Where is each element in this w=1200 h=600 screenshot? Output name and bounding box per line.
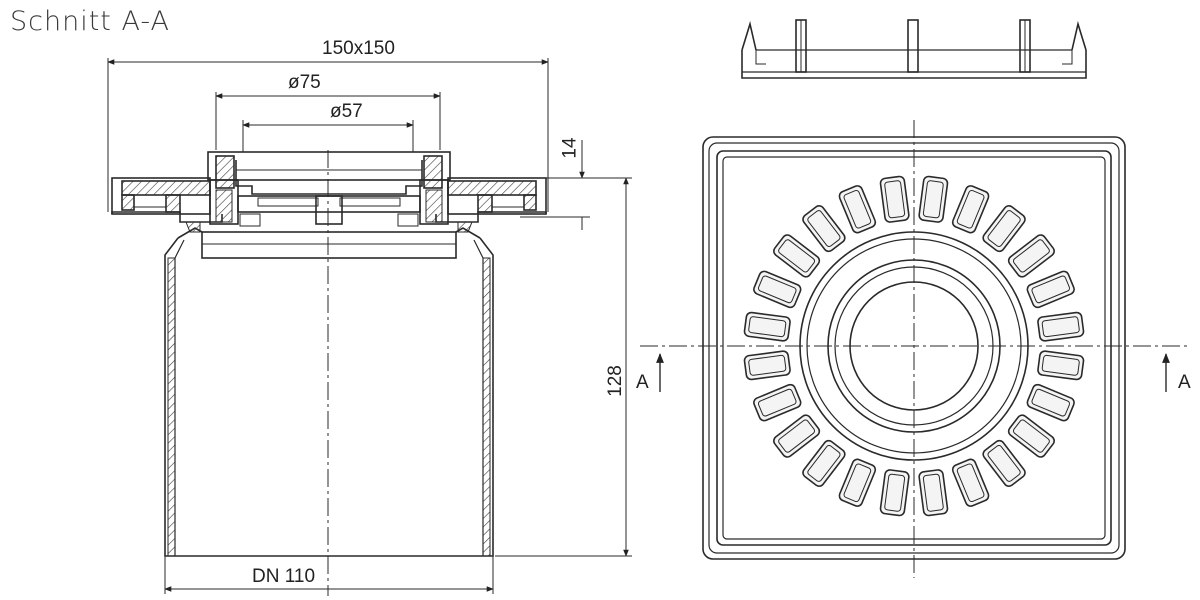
- label-overall: 150x150: [322, 38, 395, 59]
- grate-slot: [1037, 350, 1085, 381]
- dim-pipe: [164, 556, 494, 594]
- grate-insert: [185, 151, 473, 233]
- grate-slot: [1026, 270, 1075, 309]
- dim-overall: [107, 58, 549, 212]
- grate-slot: [918, 175, 949, 223]
- drawing-title: Schnitt A-A: [10, 6, 170, 37]
- plan-view: [640, 120, 1190, 578]
- label-dia-inner: ø57: [330, 101, 363, 122]
- grate-slot: [743, 350, 791, 381]
- label-dia-outer: ø75: [288, 72, 321, 93]
- grate-slot: [802, 205, 846, 253]
- grate-slot: [753, 270, 802, 309]
- grate-slot: [1026, 383, 1075, 422]
- grate-slot: [802, 439, 846, 487]
- grate-slot: [773, 414, 821, 458]
- grate-slot: [773, 234, 821, 278]
- grate-slot: [1007, 414, 1055, 458]
- label-flange: 14: [559, 137, 581, 159]
- label-pipe: DN 110: [252, 566, 316, 587]
- grate-slot: [951, 458, 990, 507]
- grate-side-view: [741, 19, 1087, 79]
- grate-slot: [982, 439, 1026, 487]
- grate-slot: [951, 185, 990, 234]
- grate-slot: [918, 469, 949, 517]
- section-mark-right: A: [1178, 372, 1191, 393]
- grate-slot: [1007, 234, 1055, 278]
- dim-dia-inner: [242, 120, 414, 152]
- grate-slot: [753, 383, 802, 422]
- flange-frame: [111, 177, 547, 223]
- grate-slot: [838, 185, 877, 234]
- section-mark-left: A: [636, 372, 649, 393]
- grate-slot: [838, 458, 877, 507]
- dim-dia-outer: [215, 92, 441, 150]
- section-view: [107, 58, 632, 596]
- grate-slot: [743, 311, 791, 342]
- grate-slot: [1037, 311, 1085, 342]
- grate-slot: [879, 175, 910, 223]
- label-height: 128: [604, 365, 626, 397]
- pipe-body: [164, 227, 494, 557]
- grate-slot: [982, 205, 1026, 253]
- slot-ring: [743, 175, 1085, 517]
- grate-slot: [879, 469, 910, 517]
